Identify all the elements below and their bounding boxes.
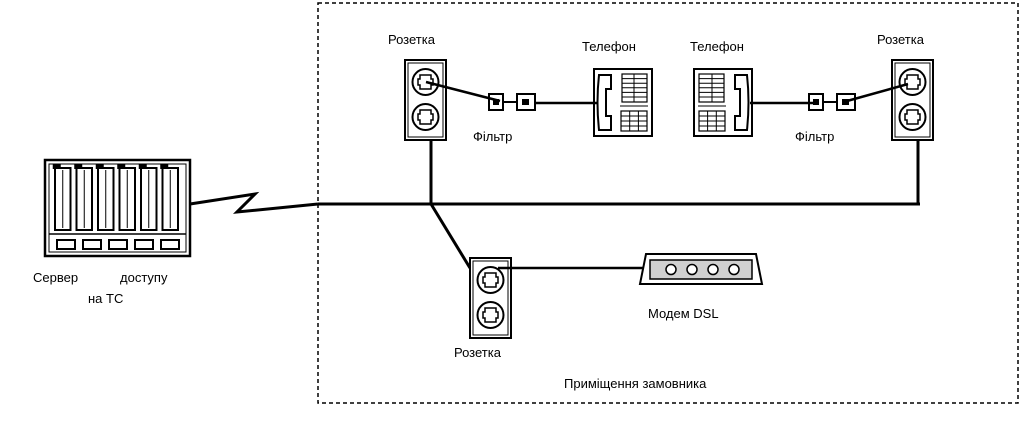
label-outlet-bottom: Розетка xyxy=(454,345,502,360)
outlet-icon-top-left xyxy=(404,59,447,141)
label-server-line2: на ТС xyxy=(88,291,123,306)
label-filter-right: Фільтр xyxy=(795,129,834,144)
label-outlet-top-right: Розетка xyxy=(877,32,925,47)
filter-icon-left xyxy=(488,93,536,111)
phone-icon-right xyxy=(693,68,753,137)
dsl-modem-icon xyxy=(638,253,764,285)
premises-boundary xyxy=(317,2,1019,404)
lightning-link-icon xyxy=(189,191,319,214)
phone-icon-left xyxy=(593,68,653,137)
filter-icon-right xyxy=(808,93,856,111)
label-phone-right: Телефон xyxy=(690,39,744,54)
label-server-line1-a: Сервер xyxy=(33,270,78,285)
label-phone-left: Телефон xyxy=(582,39,636,54)
access-server-icon xyxy=(43,158,192,258)
wiring xyxy=(318,140,920,269)
label-modem: Модем DSL xyxy=(648,306,719,321)
label-server-line1-b: доступу xyxy=(120,270,168,285)
label-filter-left: Фільтр xyxy=(473,129,512,144)
cords xyxy=(425,80,909,270)
label-outlet-top-left: Розетка xyxy=(388,32,436,47)
outlet-icon-top-right xyxy=(891,59,934,141)
branch-bottom-outlet xyxy=(429,203,472,269)
label-premises: Приміщення замовника xyxy=(564,376,707,391)
cord-filter-to-outlet-right xyxy=(846,82,909,103)
cord-outlet-to-filter-left xyxy=(425,80,501,103)
outlet-icon-bottom xyxy=(469,257,512,339)
